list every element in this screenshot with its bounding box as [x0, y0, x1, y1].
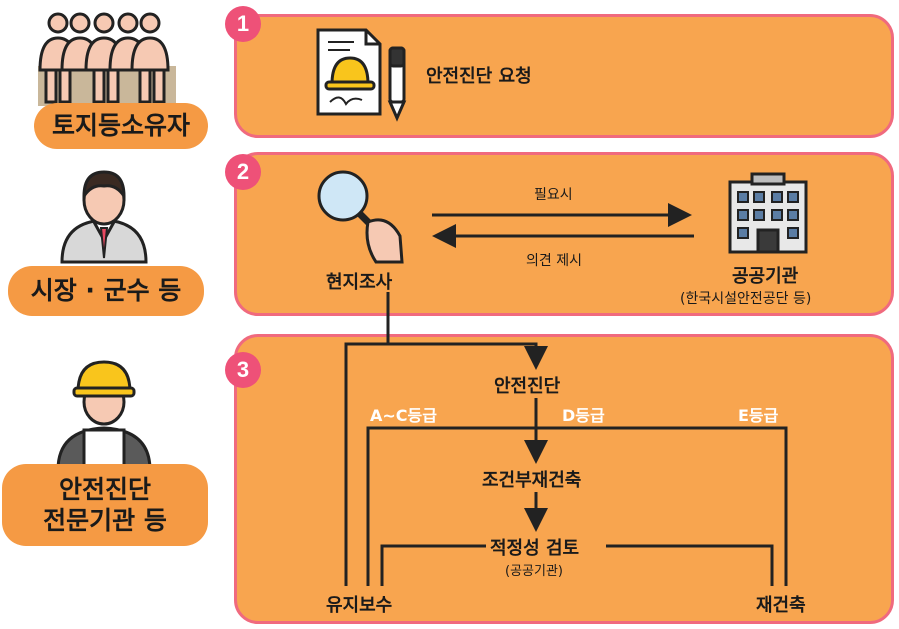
grade-e-label: E등급	[738, 406, 779, 425]
step1-panel	[234, 14, 894, 138]
step3-badge: 3	[225, 352, 261, 388]
public-agency-label: 공공기관	[732, 266, 799, 287]
actor-expert-line2: 전문기관 등	[43, 506, 167, 535]
review-by-label: (공공기관)	[505, 564, 563, 579]
maintenance-label: 유지보수	[326, 595, 393, 616]
when-needed-label: 필요시	[534, 187, 573, 203]
step2-badge: 2	[225, 154, 261, 190]
step1-badge: 1	[225, 6, 261, 42]
actor-expert-label: 안전진단 전문기관 등	[2, 464, 208, 546]
grade-d-label: D등급	[562, 406, 605, 425]
actor-expert-line1: 안전진단	[58, 474, 151, 504]
adequacy-review-label: 적정성 검토	[490, 538, 580, 559]
actor-mayor-label: 시장 · 군수 등	[8, 266, 204, 316]
grade-ac-label: A~C등급	[370, 406, 437, 425]
public-agency-detail: (한국시설안전공단 등)	[680, 291, 812, 307]
site-survey-label: 현지조사	[326, 272, 393, 293]
rebuild-label: 재건축	[756, 595, 806, 616]
conditional-rebuild-label: 조건부재건축	[482, 470, 582, 491]
actor-owner-label: 토지등소유자	[34, 103, 208, 149]
opinion-label: 의견 제시	[526, 253, 582, 269]
step1-request-label: 안전진단 요청	[426, 66, 532, 87]
safety-diagnosis-label: 안전진단	[494, 376, 561, 397]
